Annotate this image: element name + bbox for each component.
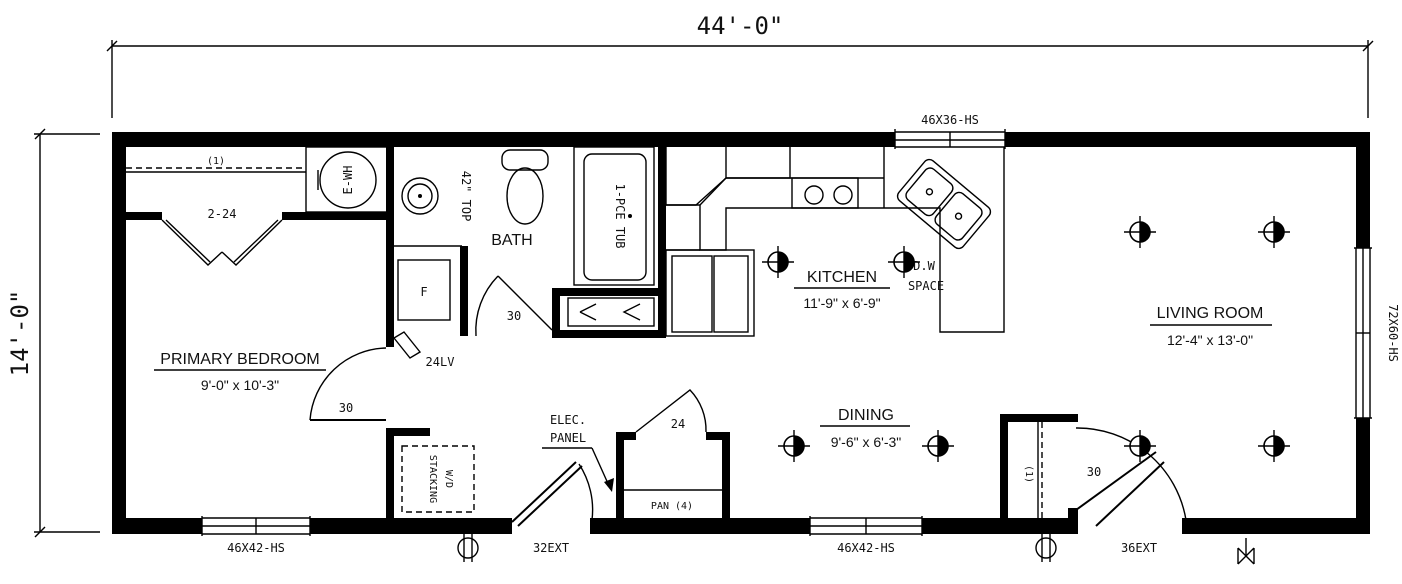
dining-size: 9'-6" x 6'-3" bbox=[831, 434, 902, 450]
electrical-panel: ELEC. PANEL bbox=[542, 413, 614, 492]
water-heater-label: E-WH bbox=[341, 166, 355, 195]
window-bottom-bedroom: 46X42-HS bbox=[201, 516, 311, 555]
living-room-size: 12'-4" x 13'-0" bbox=[1167, 332, 1253, 348]
dishwasher-line2: SPACE bbox=[908, 279, 944, 293]
toilet bbox=[501, 149, 549, 225]
width-dimension-label: 44'-0" bbox=[697, 12, 784, 40]
elec-panel-line2: PANEL bbox=[550, 431, 586, 445]
pantry-door-label: 24 bbox=[671, 417, 685, 431]
primary-bedroom-name: PRIMARY BEDROOM bbox=[160, 351, 319, 368]
overall-width-dimension: 44'-0" bbox=[106, 12, 1374, 118]
window-bottom-bedroom-label: 46X42-HS bbox=[227, 541, 285, 555]
overall-depth-dimension: 14'-0" bbox=[6, 128, 100, 538]
bedroom-closet: (1) 2-24 bbox=[126, 156, 306, 266]
kitchen-name: KITCHEN bbox=[807, 269, 877, 286]
refrigerator bbox=[665, 249, 755, 337]
light-fixture-icon bbox=[1124, 430, 1156, 462]
tub-label: 1-PCE TUB bbox=[613, 183, 627, 248]
light-fixture-icon bbox=[1258, 216, 1290, 248]
exterior-walls bbox=[112, 132, 1370, 534]
furnace-label: F bbox=[420, 285, 427, 299]
kitchen-sink bbox=[896, 158, 992, 250]
light-fixture-icon bbox=[922, 430, 954, 462]
elec-panel-line1: ELEC. bbox=[550, 413, 586, 427]
bathtub: 1-PCE TUB bbox=[573, 146, 655, 286]
living-room-name: LIVING ROOM bbox=[1157, 305, 1264, 322]
window-right-living: 72X60-HS bbox=[1354, 247, 1400, 419]
living-closet: (1) 30 bbox=[1023, 422, 1101, 518]
light-fixture-icon bbox=[762, 246, 794, 278]
closet-shelf-label: (1) bbox=[207, 156, 225, 167]
bath-room-name: BATH bbox=[491, 232, 532, 249]
exterior-outlet-icon bbox=[457, 534, 479, 562]
washer-dryer-line2: W/D bbox=[443, 470, 454, 488]
linen-vent-label: 24LV bbox=[426, 355, 455, 369]
entry-right-label: 36EXT bbox=[1121, 541, 1157, 555]
bath-door-label: 30 bbox=[507, 309, 521, 323]
light-fixture-icon bbox=[1124, 216, 1156, 248]
water-heater: E-WH bbox=[317, 151, 377, 209]
kitchen-size: 11'-9" x 6'-9" bbox=[803, 295, 880, 311]
window-right-label: 72X60-HS bbox=[1386, 304, 1400, 362]
range bbox=[791, 177, 859, 209]
window-bottom-dining-label: 46X42-HS bbox=[837, 541, 895, 555]
light-fixtures bbox=[762, 216, 1290, 462]
dishwasher-line1: D.W bbox=[913, 259, 935, 273]
depth-dimension-label: 14'-0" bbox=[6, 290, 34, 377]
window-bottom-dining: 46X42-HS bbox=[809, 516, 923, 555]
entry-door-left: 32EXT bbox=[508, 461, 594, 555]
interior-walls bbox=[126, 146, 1078, 518]
entry-left-label: 32EXT bbox=[533, 541, 569, 555]
pantry-shelves-label: PAN (4) bbox=[651, 501, 693, 512]
entry-door-right: 36EXT bbox=[1068, 427, 1187, 555]
light-fixture-icon bbox=[888, 246, 920, 278]
pantry: 24 PAN (4) bbox=[624, 389, 722, 512]
hose-bib-icon bbox=[1237, 538, 1255, 565]
window-top-label: 46X36-HS bbox=[921, 113, 979, 127]
bath-vanity: 42" TOP bbox=[401, 171, 473, 222]
bedroom-door-label: 30 bbox=[339, 401, 353, 415]
closet-door-label: 2-24 bbox=[208, 207, 237, 221]
washer-dryer: STACKING W/D bbox=[401, 445, 475, 513]
dining-name: DINING bbox=[838, 407, 894, 424]
bath-shelf bbox=[567, 297, 655, 327]
light-fixture-icon bbox=[1258, 430, 1290, 462]
window-top-kitchen: 46X36-HS bbox=[894, 113, 1006, 149]
primary-bedroom-label: PRIMARY BEDROOM 9'-0" x 10'-3" bbox=[154, 351, 326, 393]
linen-vent: 24LV bbox=[392, 331, 455, 369]
kitchen-label: KITCHEN 11'-9" x 6'-9" bbox=[794, 269, 890, 311]
bedroom-door: 30 bbox=[309, 347, 387, 421]
living-closet-shelf-label: (1) bbox=[1023, 465, 1034, 483]
dining-label: DINING 9'-6" x 6'-3" bbox=[820, 407, 910, 450]
bath-door: 30 bbox=[475, 275, 553, 337]
exterior-outlet-icon bbox=[1035, 534, 1057, 562]
washer-dryer-line1: STACKING bbox=[427, 455, 438, 503]
living-room-label: LIVING ROOM 12'-4" x 13'-0" bbox=[1150, 305, 1272, 348]
furnace: F bbox=[397, 259, 451, 321]
light-fixture-icon bbox=[778, 430, 810, 462]
primary-bedroom-size: 9'-0" x 10'-3" bbox=[201, 377, 279, 393]
vanity-top-label: 42" TOP bbox=[459, 171, 473, 222]
living-closet-door-label: 30 bbox=[1087, 465, 1101, 479]
